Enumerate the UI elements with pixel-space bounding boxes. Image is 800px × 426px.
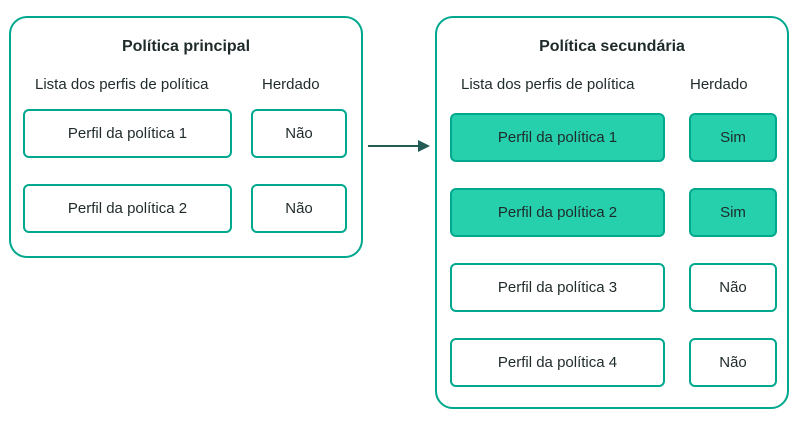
- inherited-box: Sim: [689, 113, 777, 162]
- profile-box: Perfil da política 3: [450, 263, 665, 312]
- profile-box: Perfil da política 4: [450, 338, 665, 387]
- profiles-list-header: Lista dos perfis de política: [35, 76, 209, 93]
- arrow-icon: [368, 140, 430, 152]
- inherited-header: Herdado: [690, 76, 748, 93]
- profile-box: Perfil da política 2: [23, 184, 232, 233]
- inherited-box: Não: [251, 109, 347, 158]
- inherited-box: Sim: [689, 188, 777, 237]
- secondary-policy-title: Política secundária: [539, 38, 685, 55]
- inherited-header: Herdado: [262, 76, 320, 93]
- inherited-box: Não: [689, 338, 777, 387]
- profiles-list-header: Lista dos perfis de política: [461, 76, 635, 93]
- profile-box: Perfil da política 1: [23, 109, 232, 158]
- inherited-box: Não: [251, 184, 347, 233]
- secondary-policy-panel: Política secundária Lista dos perfis de …: [435, 16, 789, 409]
- profile-box: Perfil da política 1: [450, 113, 665, 162]
- primary-policy-panel: Política principal Lista dos perfis de p…: [9, 16, 363, 258]
- profile-box: Perfil da política 2: [450, 188, 665, 237]
- inherited-box: Não: [689, 263, 777, 312]
- primary-policy-title: Política principal: [121, 38, 251, 55]
